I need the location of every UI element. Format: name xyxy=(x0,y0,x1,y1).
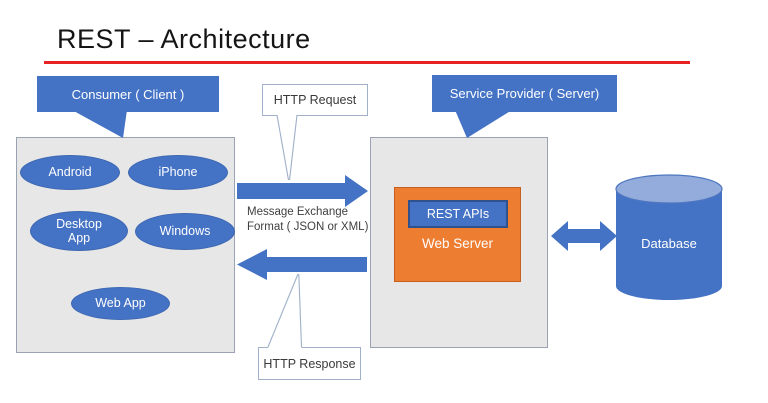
title-underline xyxy=(44,61,690,64)
service-provider-callout: Service Provider ( Server) xyxy=(432,75,617,112)
message-exchange-note: Message Exchange Format ( JSON or XML) xyxy=(247,205,368,235)
consumer-client-label: Consumer ( Client ) xyxy=(71,86,185,102)
iphone-label: iPhone xyxy=(158,165,198,180)
request-tail-edge-right xyxy=(288,114,298,181)
desktop-app-label: Desktop App xyxy=(56,216,102,245)
web-server-label: Web Server xyxy=(421,236,494,251)
response-tail-edge-right xyxy=(298,273,303,348)
http-request-callout: HTTP Request xyxy=(262,84,368,116)
client-ellipse-desktop-app: Desktop App xyxy=(30,211,128,251)
rest-apis-label: REST APIs xyxy=(426,207,490,221)
client-ellipse-iphone: iPhone xyxy=(128,155,228,190)
http-request-label: HTTP Request xyxy=(273,93,357,107)
rest-apis-box: REST APIs xyxy=(408,200,508,228)
consumer-callout-tail xyxy=(72,110,127,138)
page-title: REST – Architecture xyxy=(57,24,311,54)
response-callout-tail xyxy=(268,274,302,348)
http-request-arrow xyxy=(237,175,368,207)
database-label: Database xyxy=(641,236,697,251)
server-database-double-arrow xyxy=(551,221,617,251)
message-exchange-line2: Format ( JSON or XML) xyxy=(247,221,369,233)
http-response-arrow xyxy=(237,249,367,280)
response-tail-edge-left xyxy=(267,273,299,348)
android-label: Android xyxy=(48,165,92,180)
http-response-label: HTTP Response xyxy=(263,356,356,371)
windows-label: Windows xyxy=(159,224,211,239)
client-ellipse-web-app: Web App xyxy=(71,287,170,320)
message-exchange-line1: Message Exchange xyxy=(247,206,349,218)
http-response-callout: HTTP Response xyxy=(258,347,361,380)
service-provider-label: Service Provider ( Server) xyxy=(449,86,600,101)
request-tail-edge-left xyxy=(276,114,290,181)
client-ellipse-android: Android xyxy=(20,155,120,190)
database-cylinder-top xyxy=(615,174,723,204)
provider-callout-tail xyxy=(455,110,512,138)
request-callout-tail xyxy=(277,114,297,181)
web-app-label: Web App xyxy=(95,296,146,311)
client-ellipse-windows: Windows xyxy=(135,213,235,250)
consumer-client-callout: Consumer ( Client ) xyxy=(37,76,219,112)
